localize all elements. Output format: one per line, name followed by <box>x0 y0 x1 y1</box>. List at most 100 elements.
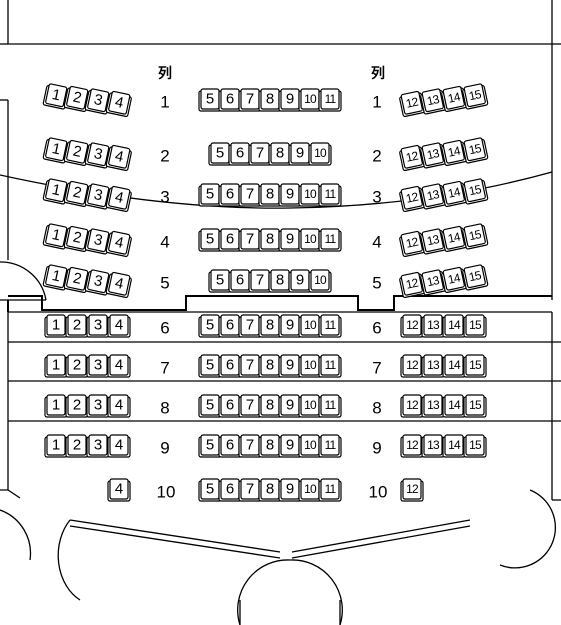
seat-row9-2[interactable]: 2 <box>65 434 89 458</box>
seat-row7-6[interactable]: 6 <box>218 354 242 378</box>
seat-row4-5[interactable]: 5 <box>198 228 222 252</box>
seat-row5-5[interactable]: 5 <box>208 269 232 293</box>
seat-row8-4[interactable]: 4 <box>107 394 131 418</box>
seat-row3-9[interactable]: 9 <box>278 183 302 207</box>
seat-row1-4[interactable]: 4 <box>105 90 132 118</box>
seat-row7-9[interactable]: 9 <box>278 354 302 378</box>
seat-row7-14[interactable]: 14 <box>442 354 466 378</box>
seat-row2-6[interactable]: 6 <box>228 142 252 166</box>
seat-row10-10[interactable]: 10 <box>298 478 322 502</box>
seat-row8-3[interactable]: 3 <box>86 394 110 418</box>
seat-row5-12[interactable]: 12 <box>399 271 426 299</box>
seat-row4-11[interactable]: 11 <box>318 228 342 252</box>
seat-row9-11[interactable]: 11 <box>318 434 342 458</box>
seat-row8-12[interactable]: 12 <box>400 394 424 418</box>
seat-row2-4[interactable]: 4 <box>105 144 132 172</box>
seat-row7-4[interactable]: 4 <box>107 354 131 378</box>
seat-row2-9[interactable]: 9 <box>288 142 312 166</box>
seat-row6-13[interactable]: 13 <box>421 314 445 338</box>
seat-row3-7[interactable]: 7 <box>238 183 262 207</box>
seat-row5-14[interactable]: 14 <box>441 266 468 294</box>
seat-row6-6[interactable]: 6 <box>218 314 242 338</box>
seat-row2-14[interactable]: 14 <box>441 139 468 167</box>
seat-row6-8[interactable]: 8 <box>258 314 282 338</box>
seat-row2-13[interactable]: 13 <box>420 142 447 169</box>
seat-row3-10[interactable]: 10 <box>298 183 322 207</box>
seat-row9-13[interactable]: 13 <box>421 434 445 458</box>
seat-row4-3[interactable]: 3 <box>84 228 111 255</box>
seat-row9-3[interactable]: 3 <box>86 434 110 458</box>
seat-row8-11[interactable]: 11 <box>318 394 342 418</box>
seat-row5-9[interactable]: 9 <box>288 269 312 293</box>
seat-row8-6[interactable]: 6 <box>218 394 242 418</box>
seat-row5-8[interactable]: 8 <box>268 269 292 293</box>
seat-row3-5[interactable]: 5 <box>198 183 222 207</box>
seat-row9-14[interactable]: 14 <box>442 434 466 458</box>
seat-row7-11[interactable]: 11 <box>318 354 342 378</box>
seat-row6-15[interactable]: 15 <box>463 314 487 338</box>
seat-row3-6[interactable]: 6 <box>218 183 242 207</box>
seat-row6-11[interactable]: 11 <box>318 314 342 338</box>
seat-row5-10[interactable]: 10 <box>308 269 332 293</box>
seat-row4-9[interactable]: 9 <box>278 228 302 252</box>
seat-row8-13[interactable]: 13 <box>421 394 445 418</box>
seat-row8-8[interactable]: 8 <box>258 394 282 418</box>
seat-row9-1[interactable]: 1 <box>44 434 68 458</box>
seat-row4-6[interactable]: 6 <box>218 228 242 252</box>
seat-row7-5[interactable]: 5 <box>198 354 222 378</box>
seat-row7-12[interactable]: 12 <box>400 354 424 378</box>
seat-row4-10[interactable]: 10 <box>298 228 322 252</box>
seat-row5-15[interactable]: 15 <box>462 264 489 291</box>
seat-row1-7[interactable]: 7 <box>238 88 262 112</box>
seat-row6-2[interactable]: 2 <box>65 314 89 338</box>
seat-row5-7[interactable]: 7 <box>248 269 272 293</box>
seat-row10-9[interactable]: 9 <box>278 478 302 502</box>
seat-row4-4[interactable]: 4 <box>105 230 132 258</box>
seat-row2-5[interactable]: 5 <box>208 142 232 166</box>
seat-row7-15[interactable]: 15 <box>463 354 487 378</box>
seat-row9-5[interactable]: 5 <box>198 434 222 458</box>
seat-row6-1[interactable]: 1 <box>44 314 68 338</box>
seat-row3-4[interactable]: 4 <box>105 185 132 213</box>
seat-row6-9[interactable]: 9 <box>278 314 302 338</box>
seat-row8-2[interactable]: 2 <box>65 394 89 418</box>
seat-row8-10[interactable]: 10 <box>298 394 322 418</box>
seat-row7-3[interactable]: 3 <box>86 354 110 378</box>
seat-row10-4[interactable]: 4 <box>107 478 131 502</box>
seat-row4-7[interactable]: 7 <box>238 228 262 252</box>
seat-row2-12[interactable]: 12 <box>399 144 426 172</box>
seat-row10-5[interactable]: 5 <box>198 478 222 502</box>
seat-row9-6[interactable]: 6 <box>218 434 242 458</box>
seat-row7-10[interactable]: 10 <box>298 354 322 378</box>
seat-row1-1[interactable]: 1 <box>42 83 69 110</box>
seat-row4-8[interactable]: 8 <box>258 228 282 252</box>
seat-row1-6[interactable]: 6 <box>218 88 242 112</box>
seat-row3-15[interactable]: 15 <box>462 178 489 205</box>
seat-row1-2[interactable]: 2 <box>63 85 90 113</box>
seat-row5-2[interactable]: 2 <box>63 266 90 294</box>
seat-row1-8[interactable]: 8 <box>258 88 282 112</box>
seat-row3-12[interactable]: 12 <box>399 185 426 213</box>
seat-row10-12[interactable]: 12 <box>400 478 424 502</box>
seat-row8-1[interactable]: 1 <box>44 394 68 418</box>
seat-row3-13[interactable]: 13 <box>420 183 447 210</box>
seat-row10-8[interactable]: 8 <box>258 478 282 502</box>
seat-row10-7[interactable]: 7 <box>238 478 262 502</box>
seat-row6-3[interactable]: 3 <box>86 314 110 338</box>
seat-row7-7[interactable]: 7 <box>238 354 262 378</box>
seat-row8-15[interactable]: 15 <box>463 394 487 418</box>
seat-row2-10[interactable]: 10 <box>308 142 332 166</box>
seat-row9-12[interactable]: 12 <box>400 434 424 458</box>
seat-row6-10[interactable]: 10 <box>298 314 322 338</box>
seat-row6-14[interactable]: 14 <box>442 314 466 338</box>
seat-row8-14[interactable]: 14 <box>442 394 466 418</box>
seat-row6-4[interactable]: 4 <box>107 314 131 338</box>
seat-row2-1[interactable]: 1 <box>42 137 69 164</box>
seat-row1-5[interactable]: 5 <box>198 88 222 112</box>
seat-row2-2[interactable]: 2 <box>63 139 90 167</box>
seat-row4-2[interactable]: 2 <box>63 225 90 253</box>
seat-row8-5[interactable]: 5 <box>198 394 222 418</box>
seat-row9-10[interactable]: 10 <box>298 434 322 458</box>
seat-row7-2[interactable]: 2 <box>65 354 89 378</box>
seat-row6-7[interactable]: 7 <box>238 314 262 338</box>
